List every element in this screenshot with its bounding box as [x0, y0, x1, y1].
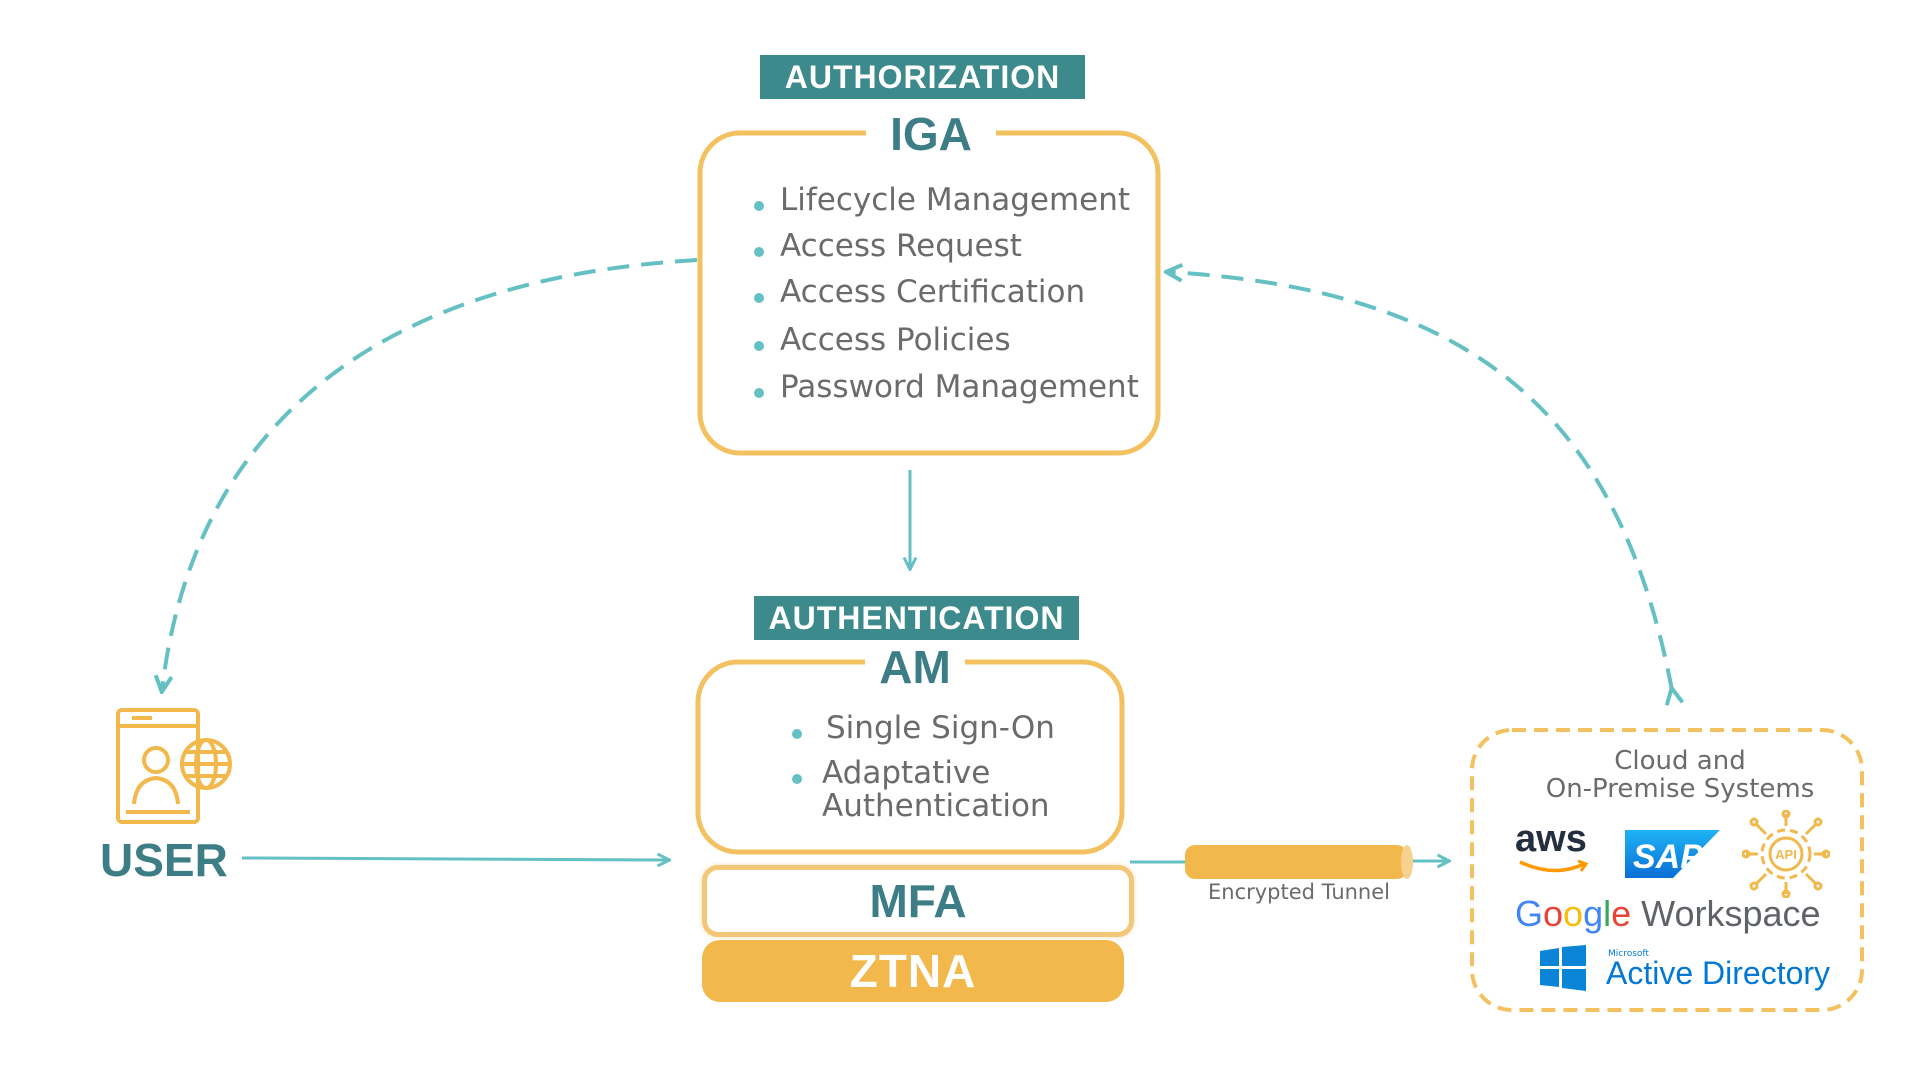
list-item: Authentication [822, 788, 1050, 824]
mfa-layer: MFA [702, 865, 1134, 937]
aws-logo: aws [1515, 818, 1587, 860]
user-to-am-arrow [241, 858, 668, 860]
iga-to-user-dashed-arrow [162, 258, 698, 690]
list-item: Access Certification [754, 274, 1139, 322]
sap-logo: SAP [1625, 830, 1720, 878]
ztna-layer: ZTNA [702, 940, 1124, 1002]
aws-smile-icon [1519, 859, 1589, 873]
am-title: AM [865, 641, 965, 693]
svg-text:API: API [1775, 847, 1797, 862]
encrypted-tunnel-icon [1185, 845, 1413, 879]
am-feature-list: Single Sign-On Adaptative Authentication [792, 710, 1055, 824]
iga-feature-list: Lifecycle Management Access Request Acce… [754, 182, 1139, 415]
encrypted-tunnel-label: Encrypted Tunnel [1208, 880, 1390, 904]
windows-logo-icon [1540, 945, 1586, 991]
mfa-label: MFA [869, 875, 967, 927]
list-item: Lifecycle Management [754, 182, 1139, 228]
ztna-label: ZTNA [849, 945, 977, 997]
list-item: Access Policies [754, 322, 1139, 369]
svg-text:SAP: SAP [1633, 838, 1703, 876]
systems-title: Cloud and On-Premise Systems [1545, 746, 1815, 804]
user-globe-icon [116, 708, 232, 824]
list-item: Adaptative [792, 755, 1055, 791]
microsoft-label: Microsoft [1608, 949, 1649, 959]
list-item: Password Management [754, 369, 1139, 415]
systems-box [1470, 728, 1864, 1012]
google-workspace-logo: Google Workspace [1515, 893, 1821, 934]
api-gear-icon: API [1742, 810, 1830, 898]
active-directory-logo: Active Directory [1606, 955, 1831, 991]
iga-title: IGA [866, 108, 996, 160]
authorization-badge: AUTHORIZATION [760, 55, 1085, 99]
list-item: Single Sign-On [792, 710, 1055, 755]
authentication-badge: AUTHENTICATION [754, 596, 1079, 640]
systems-to-iga-dashed-arrow [1168, 272, 1672, 690]
user-label: USER [100, 834, 228, 886]
list-item: Access Request [754, 228, 1139, 274]
